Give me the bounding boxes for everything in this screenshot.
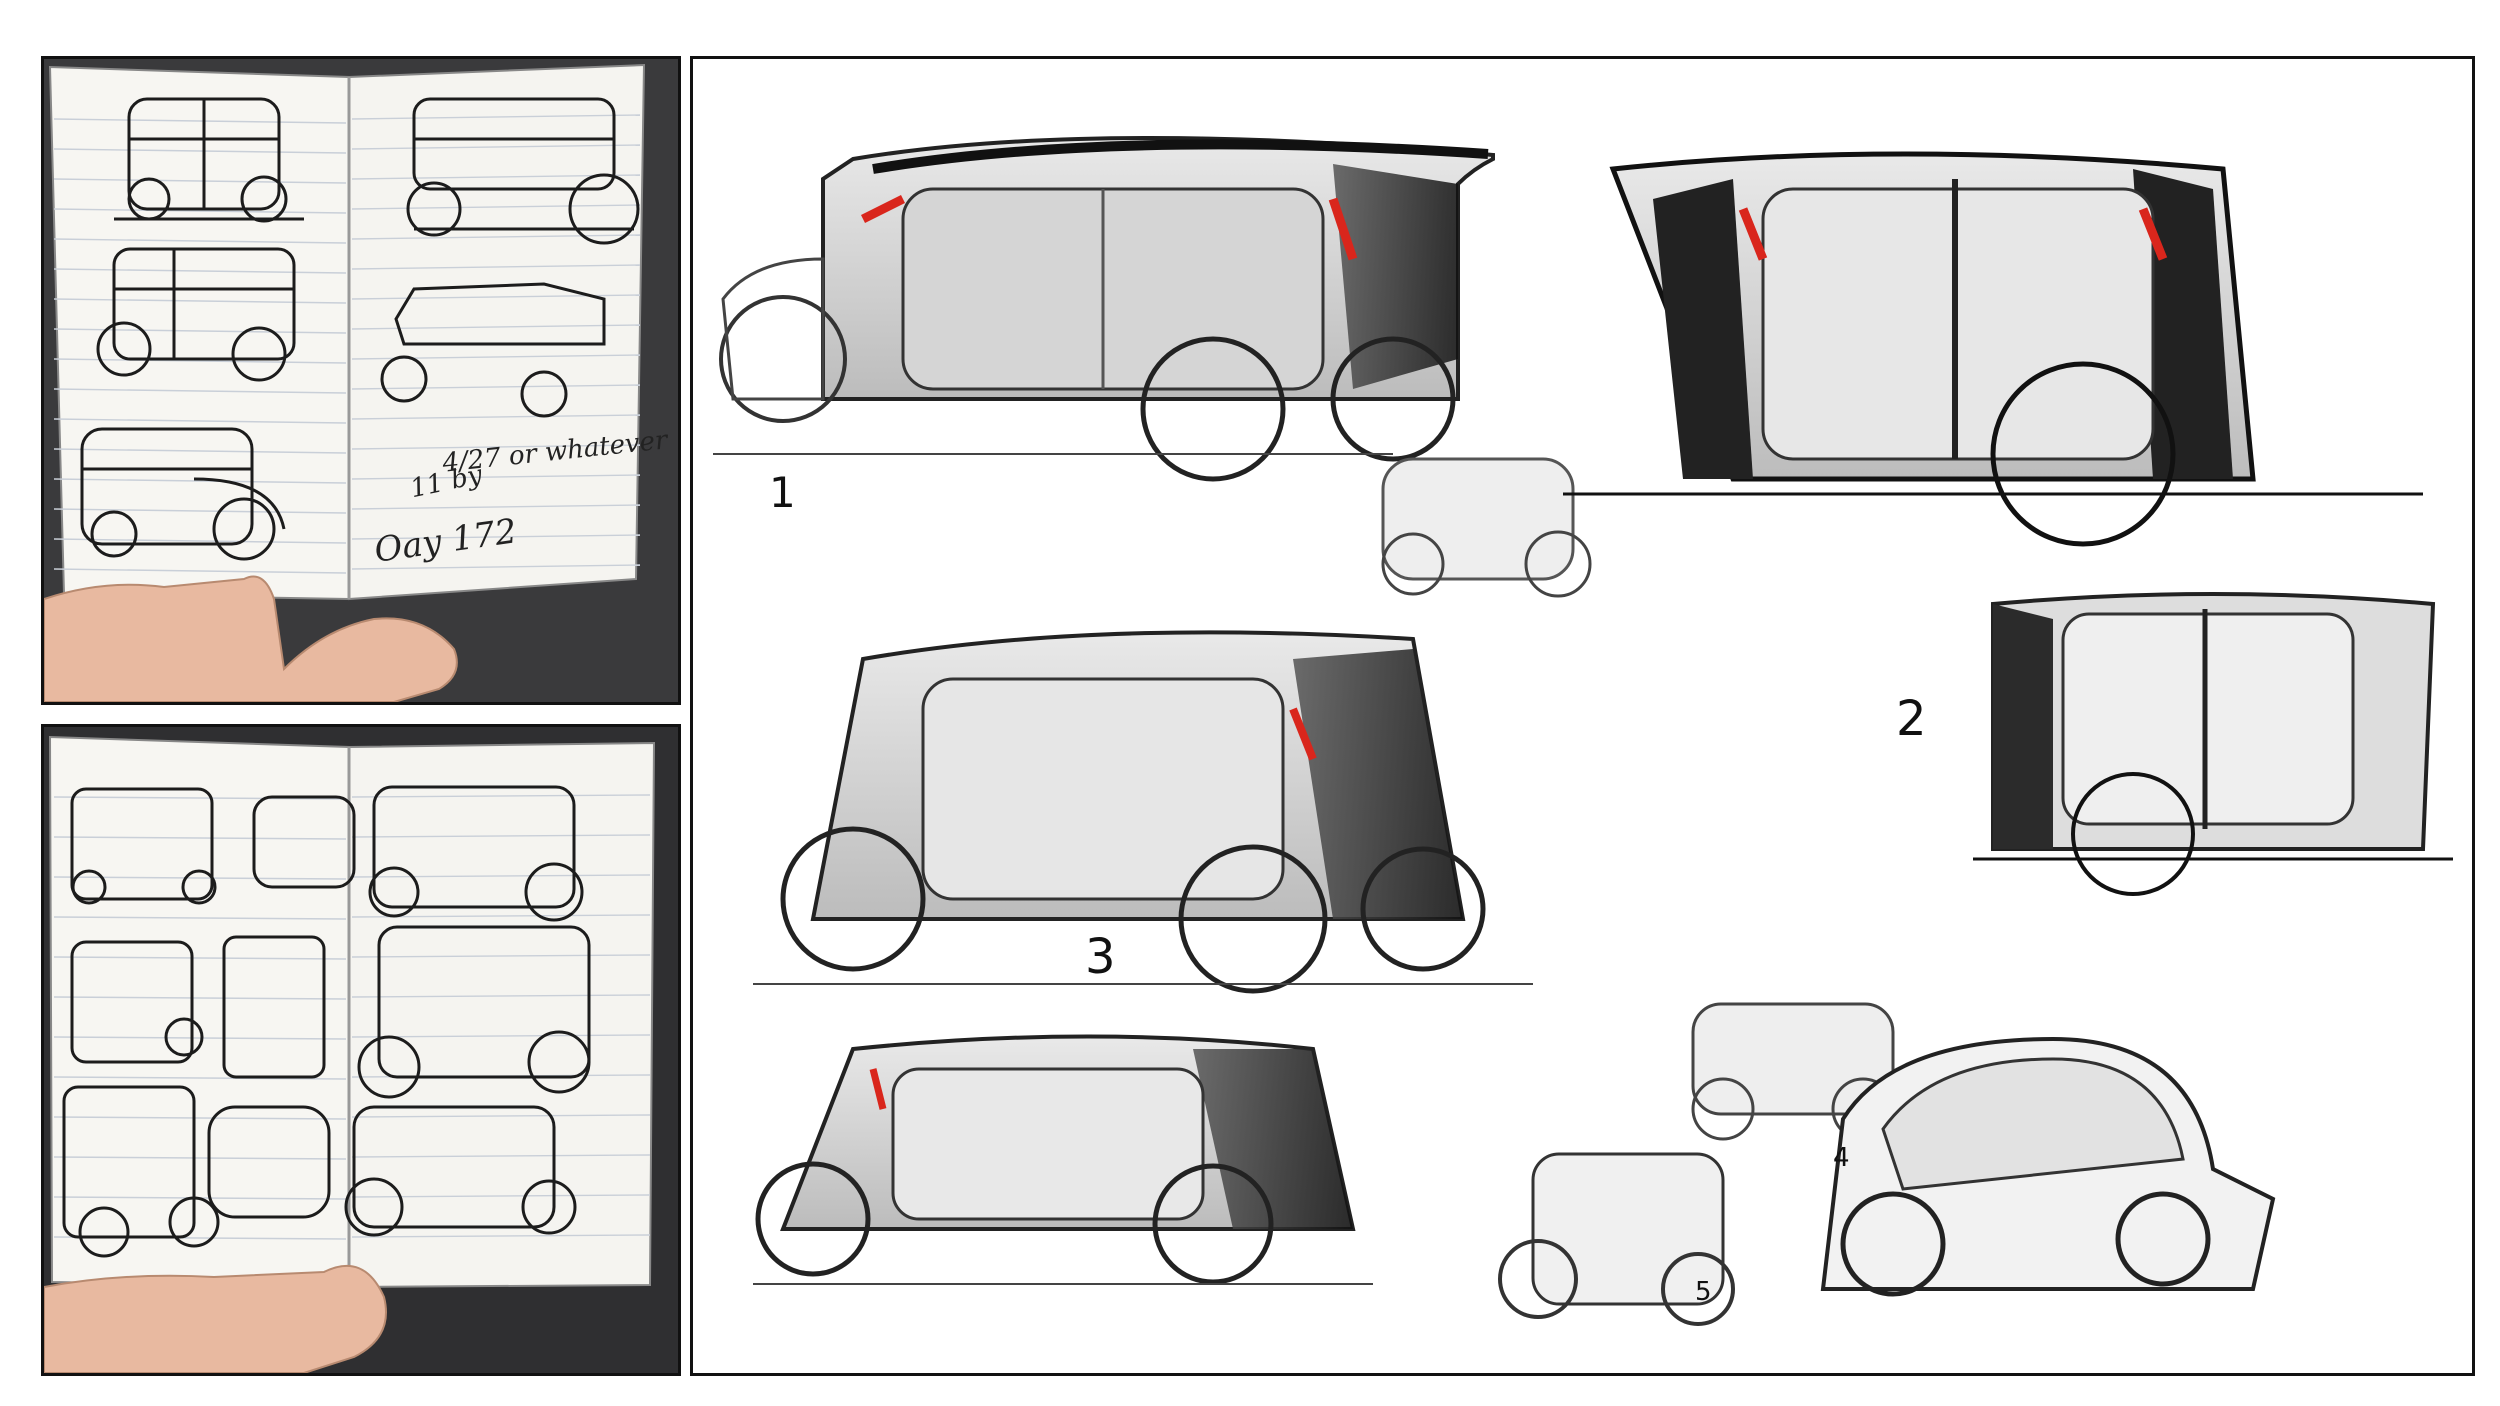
notebook-sketch-top xyxy=(44,63,646,702)
sketch-label-3: 3 xyxy=(1085,929,1116,985)
sketch-label-5: 5 xyxy=(1695,1277,1712,1307)
concept-sketches xyxy=(713,135,2453,1326)
hand-holding-notebook-icon xyxy=(44,1264,387,1373)
hand-holding-notebook-icon xyxy=(44,575,458,702)
vehicle-sketch-2 xyxy=(1973,592,2453,896)
notebook-photo-top: 4/27 or whatever 11 by Oay 172 xyxy=(41,56,681,705)
vehicle-sketch-1-small xyxy=(1381,457,1592,598)
sketch-label-4: 4 xyxy=(1833,1143,1850,1173)
vehicle-sketch-4 xyxy=(1691,1002,2276,1297)
vehicle-sketch-5 xyxy=(1498,1152,1735,1326)
vehicle-sketch-3 xyxy=(753,630,1533,994)
sketch-label-1: 1 xyxy=(769,468,796,517)
sketch-label-2: 2 xyxy=(1896,691,1927,747)
vehicle-sketch-1 xyxy=(713,135,1495,482)
notebook-photo-bottom xyxy=(41,724,681,1376)
vehicle-sketch-2-large xyxy=(1563,151,2423,547)
vehicle-sketch-3b xyxy=(753,1034,1373,1285)
concept-sketches-board: 1 2 3 4 5 xyxy=(690,56,2475,1376)
notebook-sketch-bottom xyxy=(44,735,656,1373)
